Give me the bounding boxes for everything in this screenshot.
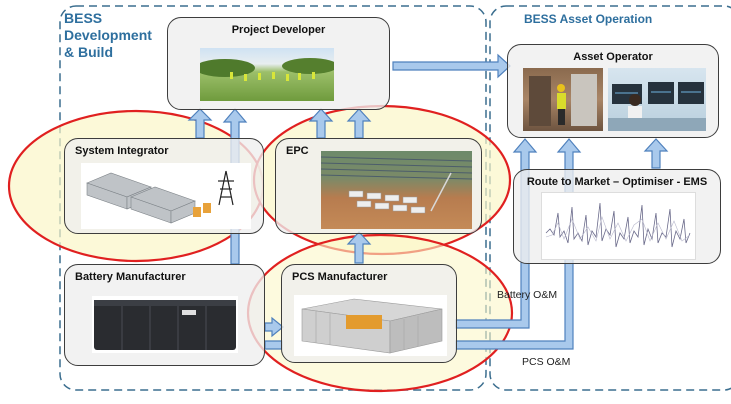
project-developer-box: Project Developer xyxy=(167,17,390,110)
operator-photo-detail xyxy=(529,74,597,126)
project-developer-title: Project Developer xyxy=(231,24,326,36)
pylon-icon xyxy=(218,170,234,206)
market-price-chart-detail xyxy=(545,202,691,248)
system-integrator-title: System Integrator xyxy=(75,145,169,157)
operation-region xyxy=(489,5,731,391)
operator-photo xyxy=(523,68,603,131)
arrow-developer-to-operator xyxy=(392,53,511,79)
pcs-om-label: PCS O&M xyxy=(522,356,571,368)
inverter-photo xyxy=(294,295,447,356)
arrow-si-to-developer xyxy=(187,108,213,139)
battery-manufacturer-box: Battery Manufacturer xyxy=(64,264,265,366)
control-room-detail xyxy=(608,82,706,131)
arrow-epc-to-developer-2 xyxy=(346,108,372,139)
battery-manufacturer-title: Battery Manufacturer xyxy=(75,271,186,283)
arrow-rtm-to-operator xyxy=(643,138,669,169)
development-region-title: BESS Development & Build xyxy=(64,10,152,60)
battery-cabinet-detail xyxy=(94,300,236,350)
pcs-manufacturer-title: PCS Manufacturer xyxy=(292,271,388,283)
development-region xyxy=(59,5,487,391)
epc-title: EPC xyxy=(286,145,309,157)
asset-operator-title: Asset Operator xyxy=(573,51,653,63)
arrow-pcs-to-epc xyxy=(346,231,372,264)
solar-site-detail xyxy=(321,156,472,214)
arrow-battery-to-pcs xyxy=(264,316,284,338)
connector-battery-pcs-lower xyxy=(264,340,283,350)
battery-cabinet-photo xyxy=(92,296,238,353)
market-price-chart xyxy=(541,192,696,260)
field-photo xyxy=(200,48,334,101)
control-room-photo xyxy=(608,68,706,131)
epc-box: EPC xyxy=(275,138,482,234)
container-render xyxy=(81,163,251,229)
operation-region-title: BESS Asset Operation xyxy=(524,12,653,26)
battery-om-label: Battery O&M xyxy=(497,289,558,301)
asset-operator-box: Asset Operator xyxy=(507,44,719,138)
pcs-manufacturer-box: PCS Manufacturer xyxy=(281,264,457,363)
arrow-epc-to-developer-1 xyxy=(308,108,334,139)
route-to-market-title: Route to Market – Optimiser - EMS xyxy=(526,176,708,188)
solar-site-photo xyxy=(321,151,472,229)
route-to-market-box: Route to Market – Optimiser - EMS xyxy=(513,169,721,264)
system-integrator-box: System Integrator xyxy=(64,138,264,234)
field-photo-detail xyxy=(200,58,334,81)
inverter-detail xyxy=(301,298,443,354)
container-render-detail xyxy=(86,170,234,224)
